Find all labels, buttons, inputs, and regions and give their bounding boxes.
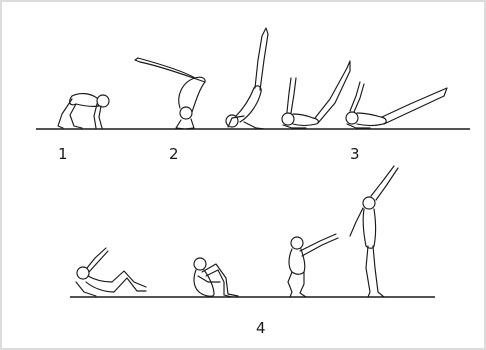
figure-shoulder-stand: [226, 28, 268, 129]
figure-crouch: [58, 94, 109, 128]
figure-back-roll: [135, 58, 205, 129]
figure-squat-arms-forward: [288, 234, 338, 297]
figure-lying-arms-raised: [76, 248, 146, 296]
figure-label-1: 1: [58, 147, 68, 162]
figure-standing-stretch: [350, 166, 398, 297]
figure-v-sit-a: [282, 61, 350, 128]
figure-label-4: 4: [256, 321, 266, 336]
figure-seated-tuck: [194, 258, 238, 297]
figure-v-sit-b: [346, 82, 447, 128]
figure-label-3: 3: [350, 147, 360, 162]
figure-label-2: 2: [169, 147, 179, 162]
